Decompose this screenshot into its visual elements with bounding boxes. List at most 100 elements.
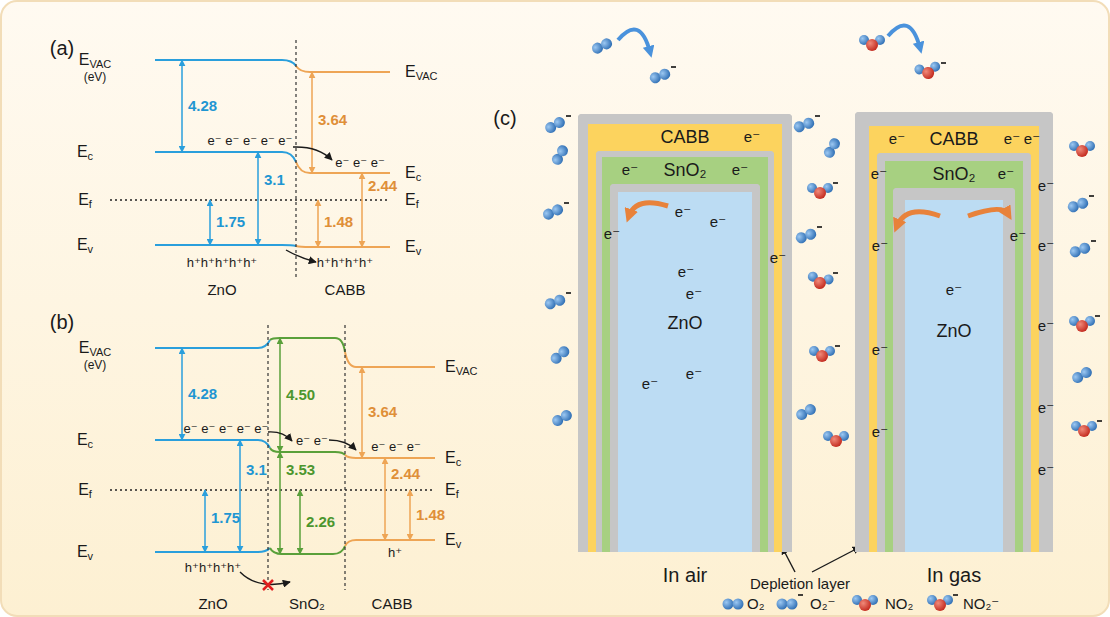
electron-label: e⁻ — [1024, 131, 1040, 148]
energy-arrow — [204, 490, 206, 552]
pointer-arrow — [812, 547, 860, 572]
energy-level-label: Ec — [77, 431, 93, 449]
energy-value: 4.28 — [188, 386, 217, 403]
energy-value: 1.75 — [216, 214, 245, 231]
energy-level-label: Ev — [77, 236, 93, 254]
energy-level-label: Ev — [405, 238, 421, 256]
electron-label: e⁻ — [872, 424, 888, 441]
electron-label: e⁻ — [998, 166, 1014, 183]
energy-arrow — [299, 490, 301, 554]
depletion-pointers — [782, 547, 860, 572]
band-edge — [345, 352, 435, 367]
condition-label: In air — [663, 564, 707, 586]
carrier-label: h⁺h⁺h⁺h⁺ — [317, 256, 373, 270]
band-edge — [270, 546, 345, 554]
interface-line — [295, 40, 296, 278]
molecule-symbol — [1069, 141, 1095, 157]
electron-label: e⁻ — [622, 162, 638, 179]
core-layer: ZnO — [610, 184, 760, 552]
energy-level-label: Ef — [445, 481, 459, 499]
electron-flow-arrow — [968, 209, 1008, 216]
transfer-curves — [240, 147, 356, 585]
energy-value: 1.48 — [324, 214, 353, 231]
unit-label: (eV) — [84, 71, 107, 84]
band-edge — [296, 66, 390, 72]
energy-value: 2.44 — [391, 466, 420, 483]
electron-label: e⁻ — [1038, 178, 1054, 195]
electron-label: e⁻ — [1038, 318, 1054, 335]
energy-arrow — [409, 490, 411, 540]
molecule-symbol — [794, 402, 818, 422]
energy-value: 4.28 — [188, 98, 217, 115]
condition-label: In gas — [927, 564, 981, 586]
molecule-symbol — [807, 183, 838, 199]
molecule-symbol — [1070, 365, 1094, 385]
molecule-symbol — [1069, 316, 1100, 332]
unit-label: (eV) — [84, 359, 107, 372]
energy-value: 4.50 — [286, 387, 315, 404]
electron-label: e⁻ — [770, 250, 786, 267]
shell-layer: SnO₂ZnO — [877, 153, 1031, 552]
transfer-arrow — [293, 147, 332, 160]
carrier-label: e⁻ e⁻ e⁻ e⁻ e⁻ — [208, 134, 293, 148]
band-edge — [155, 245, 296, 246]
adsorption-arrow — [618, 29, 650, 52]
molecule-symbol — [859, 35, 885, 51]
energy-level-label: EVAC — [79, 51, 111, 69]
adsorption-arrows — [618, 25, 920, 52]
electron-label: e⁻ — [744, 129, 760, 146]
energy-level-label: Ev — [445, 531, 461, 549]
energy-value: 3.1 — [246, 462, 267, 479]
band-edge — [296, 246, 390, 247]
molecule-symbol — [550, 408, 574, 428]
energy-arrow — [181, 348, 183, 440]
energy-level-label: EVAC — [79, 339, 111, 357]
carrier-label: e⁻ e⁻ e⁻ — [335, 156, 385, 170]
carrier-label: h⁺ — [388, 546, 402, 560]
electron-label: e⁻ — [604, 226, 620, 243]
molecule-symbol — [1071, 421, 1102, 437]
energy-value: 1.75 — [211, 510, 240, 527]
electron-label: e⁻ — [1038, 400, 1054, 417]
material-label: ZnO — [198, 596, 227, 613]
energy-value: 2.26 — [306, 514, 335, 531]
energy-arrow — [181, 60, 183, 152]
legend-text: NO₂ — [885, 596, 913, 613]
adsorption-arrow — [888, 25, 920, 48]
molecule-symbol — [543, 115, 571, 135]
core-layer: ZnO — [893, 188, 1015, 552]
energy-value: 3.1 — [264, 172, 285, 189]
panel-letter: (c) — [493, 107, 516, 129]
electron-label: e⁻ — [710, 214, 726, 231]
molecule-symbol — [852, 595, 878, 611]
energy-level-label: Ec — [445, 449, 461, 467]
electron-label: e⁻ — [946, 282, 962, 299]
legend-text: O₂⁻ — [810, 596, 835, 613]
molecule-symbol — [541, 203, 569, 222]
electron-label: e⁻ — [889, 131, 905, 148]
electron-label: e⁻ — [1010, 228, 1026, 245]
molecule-symbol — [723, 599, 744, 610]
electron-label: e⁻ — [872, 342, 888, 359]
legend-text: NO₂⁻ — [963, 596, 999, 613]
molecule-symbol — [543, 293, 571, 311]
band-edge — [270, 448, 345, 455]
band-edge — [345, 455, 435, 458]
band-edge — [270, 338, 345, 352]
energy-arrow — [279, 338, 281, 452]
energy-arrow — [257, 152, 259, 245]
carrier-label: e⁻ e⁻ e⁻ — [371, 440, 421, 454]
energy-level-label: Ec — [77, 143, 93, 161]
energy-value: 2.44 — [368, 178, 397, 195]
material-label: CABB — [372, 596, 413, 613]
electron-label: e⁻ — [1038, 238, 1054, 255]
blocked-mark — [263, 580, 273, 590]
fermi-level — [110, 489, 435, 491]
electron-label: e⁻ — [1038, 462, 1054, 479]
electron-label: e⁻ — [871, 166, 887, 183]
band-edge — [155, 152, 296, 162]
molecule-symbol — [648, 67, 676, 85]
